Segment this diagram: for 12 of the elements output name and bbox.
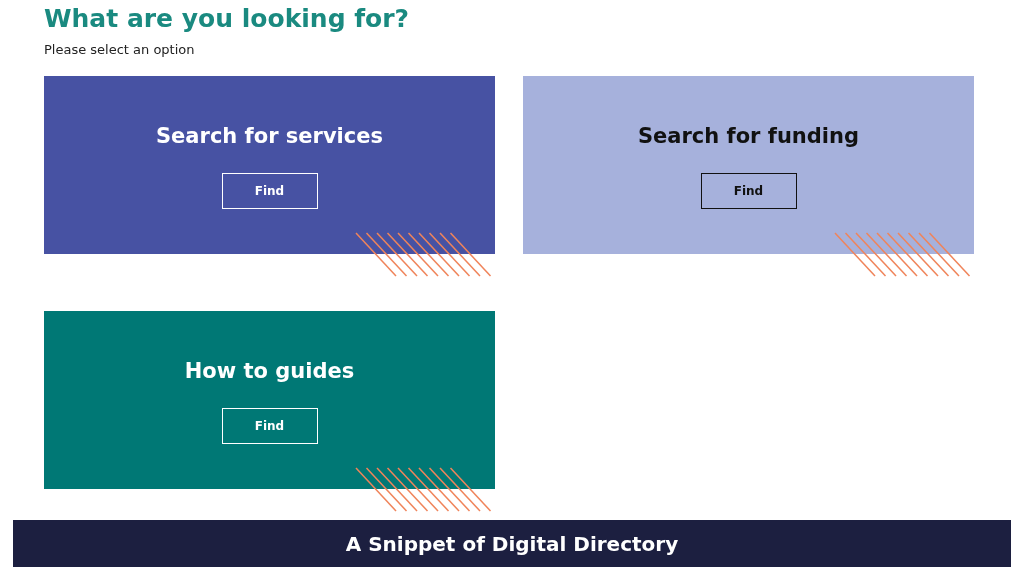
subtitle-text: Please select an option bbox=[44, 42, 195, 57]
card-heading: Search for funding bbox=[636, 124, 861, 148]
option-card bbox=[44, 311, 495, 489]
caption-bar: A Snippet of Digital Directory bbox=[13, 520, 1011, 567]
card-heading: How to guides bbox=[183, 359, 356, 383]
page-title: What are you looking for? bbox=[44, 4, 410, 33]
find-button: Find bbox=[700, 173, 797, 209]
option-card bbox=[523, 76, 974, 254]
option-card bbox=[44, 76, 495, 254]
find-button: Find bbox=[221, 408, 318, 444]
card-heading: Search for services bbox=[155, 124, 384, 148]
find-button: Find bbox=[221, 173, 318, 209]
